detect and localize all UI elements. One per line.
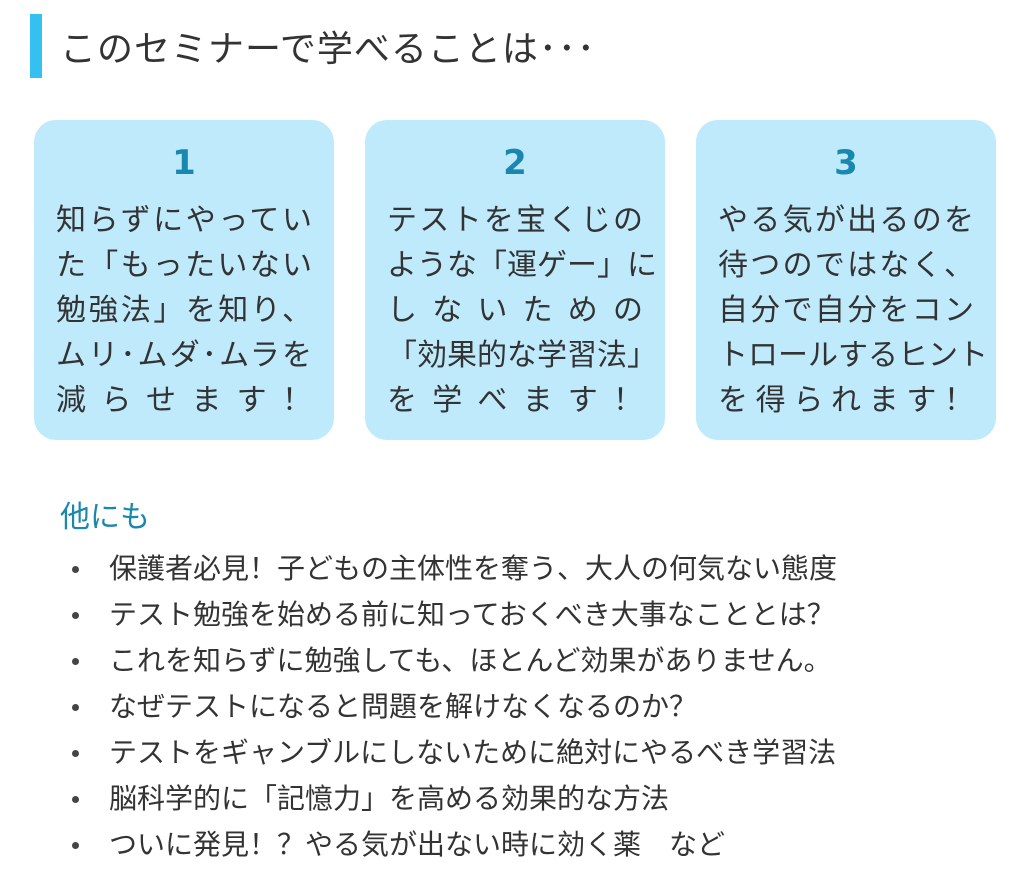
card-line: 減らせます！ [56,383,312,418]
bullet-icon [72,795,79,803]
heading-title: このセミナーで学べることは･･･ [60,29,596,70]
benefit-cards: 1 知らずにやってい た「もったいない 勉強法」を知り、 ムリ･ムダ･ムラを 減… [34,120,996,440]
list-item-text: なぜテストになると問題を解けなくなるのか？ [109,690,698,723]
others-title: 他にも [60,500,150,535]
others-list: 保護者必見！子どもの主体性を奪う、大人の何気ない態度 テスト勉強を始める前に知っ… [72,546,837,868]
card-line: 「効果的な学習法」 [387,338,657,373]
list-item-text: ついに発見！？やる気が出ない時に効く薬 など [109,828,726,861]
list-item: これを知らずに勉強しても、ほとんど効果がありません。 [72,638,837,684]
card-line: テストを宝くじの [387,203,643,238]
bullet-icon [72,565,79,573]
card-number: 2 [503,143,527,183]
card-line: やる気が出るのを [718,203,974,238]
list-item: なぜテストになると問題を解けなくなるのか？ [72,684,837,730]
heading-accent-bar [30,14,42,78]
bullet-icon [72,611,79,619]
card-line: 勉強法」を知り、 [56,293,312,328]
benefit-card-1: 1 知らずにやってい た「もったいない 勉強法」を知り、 ムリ･ムダ･ムラを 減… [34,120,334,440]
bullet-icon [72,749,79,757]
bullet-icon [72,657,79,665]
card-line: を学べます！ [387,383,643,418]
list-item-text: これを知らずに勉強しても、ほとんど効果がありません。 [109,644,832,677]
card-line: 待つのではなく、 [718,248,974,283]
card-line: を得られます！ [718,383,974,418]
card-line: トロールするヒント [718,338,988,373]
card-number: 1 [172,143,196,183]
list-item: テスト勉強を始める前に知っておくべき大事なこととは？ [72,592,837,638]
section-heading: このセミナーで学べることは･･･ [30,14,596,78]
list-item-text: 保護者必見！子どもの主体性を奪う、大人の何気ない態度 [109,552,838,585]
card-line: しないための [387,293,643,328]
list-item: ついに発見！？やる気が出ない時に効く薬 など [72,822,837,868]
card-line: 自分で自分をコン [718,293,974,328]
list-item: 保護者必見！子どもの主体性を奪う、大人の何気ない態度 [72,546,837,592]
list-item: テストをギャンブルにしないために絶対にやるべき学習法 [72,730,837,776]
card-line: 知らずにやってい [56,203,312,238]
list-item: 脳科学的に「記憶力」を高める効果的な方法 [72,776,837,822]
benefit-card-3: 3 やる気が出るのを 待つのではなく、 自分で自分をコン トロールするヒント を… [696,120,996,440]
bullet-icon [72,703,79,711]
list-item-text: 脳科学的に「記憶力」を高める効果的な方法 [109,782,670,815]
card-number: 3 [834,143,858,183]
card-line: ような「運ゲー」に [387,248,657,283]
card-line: ムリ･ムダ･ムラを [56,338,312,373]
list-item-text: テスト勉強を始める前に知っておくべき大事なこととは？ [109,598,835,631]
benefit-card-2: 2 テストを宝くじの ような「運ゲー」に しないための 「効果的な学習法」 を学… [365,120,665,440]
bullet-icon [72,841,79,849]
card-line: た「もったいない [56,248,312,283]
list-item-text: テストをギャンブルにしないために絶対にやるべき学習法 [109,736,837,769]
